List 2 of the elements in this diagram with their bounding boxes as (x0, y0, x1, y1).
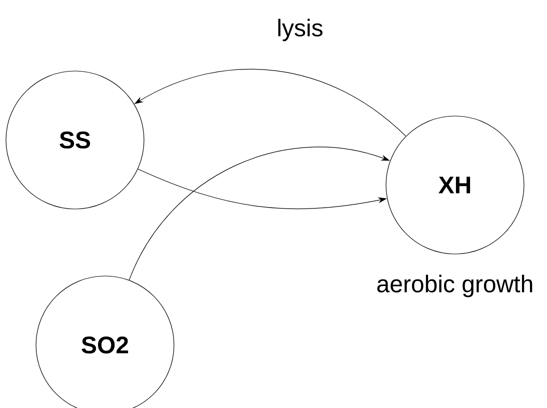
edge-label: lysis (276, 18, 324, 42)
edge-label: aerobic growth (375, 274, 535, 298)
